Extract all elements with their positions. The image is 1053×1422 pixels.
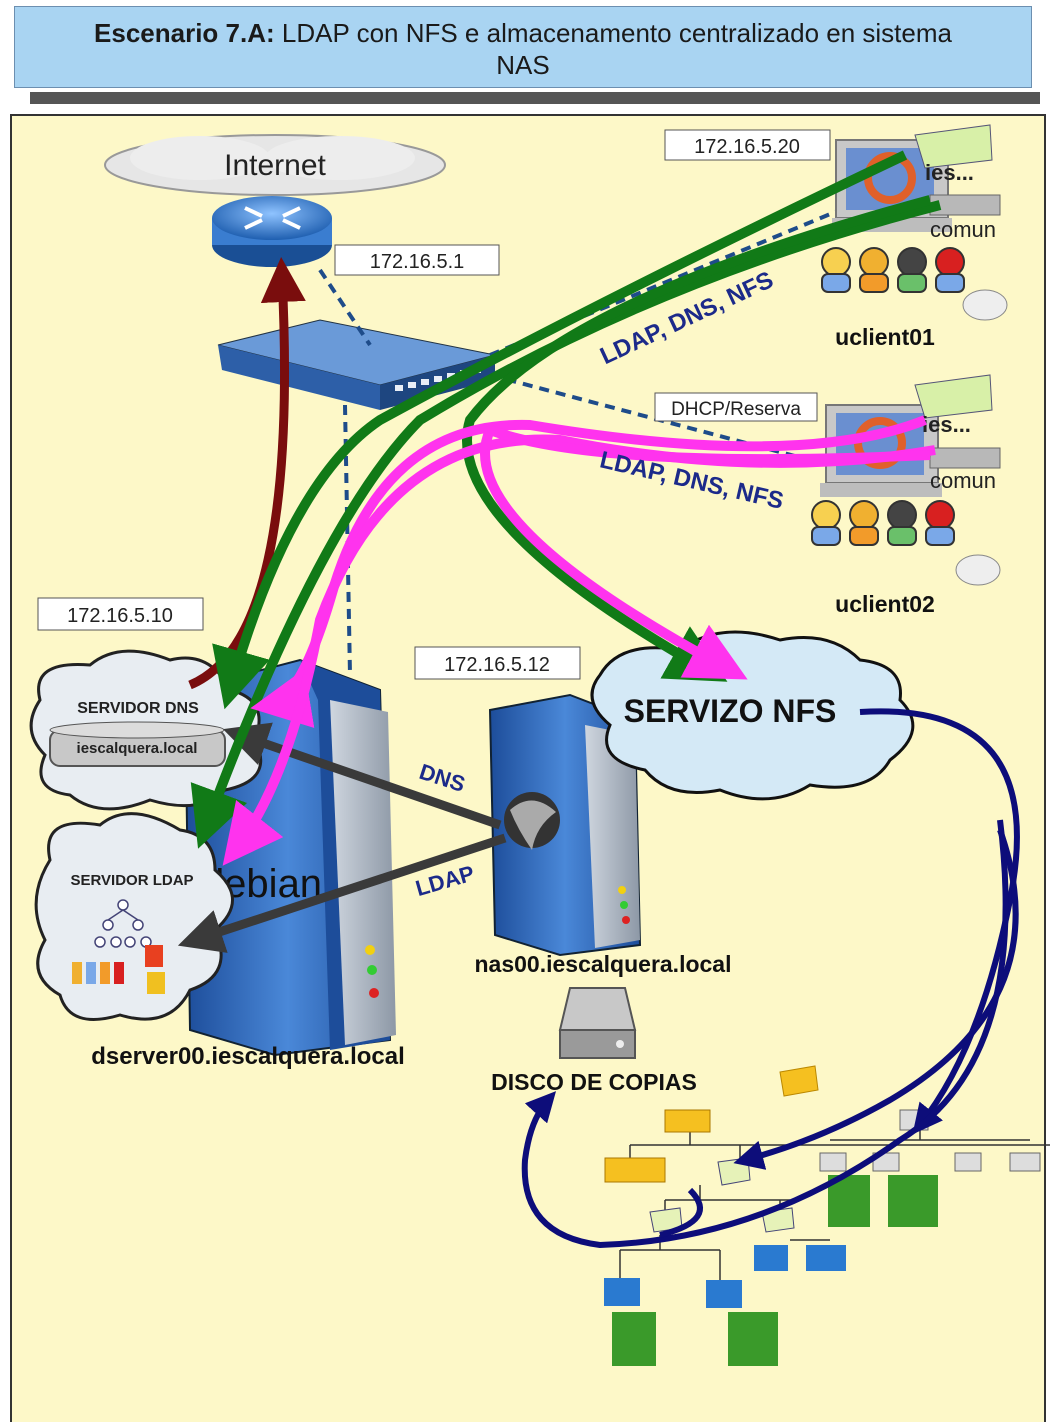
nas-name: nas00.iescalquera.local <box>475 951 732 977</box>
ip-client01-box <box>664 129 831 161</box>
ip-server-label: 172.16.5.10 <box>67 605 173 627</box>
client01-ies-label: ies... <box>925 160 974 185</box>
ip-server-box <box>37 597 204 631</box>
dns-zone-label: iescalquera.local <box>77 740 198 757</box>
client02-ies-label: ies... <box>922 412 971 437</box>
client01-name: uclient01 <box>835 324 935 350</box>
title-text: LDAP con NFS e almacenamento centralizad… <box>281 18 952 48</box>
ldap-cloud <box>34 812 234 1021</box>
internet-label: Internet <box>224 149 326 182</box>
client02-name: uclient02 <box>835 591 935 617</box>
ldap-tree-icon <box>94 899 152 948</box>
dns-server-label: SERVIDOR DNS <box>77 700 199 717</box>
diagram-title: Escenario 7.A: LDAP con NFS e almacename… <box>14 6 1032 88</box>
client02-comun-label: comun <box>930 468 996 493</box>
ldap-users-icon <box>72 945 165 994</box>
ldap-arrow <box>177 833 507 953</box>
client01-comun-label: comun <box>930 217 996 242</box>
ip-nas-label: 172.16.5.12 <box>444 654 550 676</box>
ip-client01-label: 172.16.5.20 <box>694 136 800 158</box>
dns-arrow-label: DNS <box>416 759 468 797</box>
ldap-server-label: SERVIDOR LDAP <box>70 872 193 889</box>
nas-tower-icon <box>488 693 642 957</box>
client01-folder-icon <box>914 124 1001 216</box>
title-line2: NAS <box>496 50 550 80</box>
router-icon <box>212 196 332 267</box>
title-bold: Escenario 7.A: <box>94 18 275 48</box>
client01-mouse-icon <box>962 289 1008 321</box>
client01-users-icon <box>821 247 965 293</box>
client02-users-icon <box>811 500 955 546</box>
backup-disk-icon <box>558 987 637 1059</box>
dserver-tower-icon <box>183 658 396 1057</box>
nfs-service-label: SERVIZO NFS <box>624 693 837 729</box>
server-name: dserver00.iescalquera.local <box>91 1043 405 1070</box>
backup-disk-label: DISCO DE COPIAS <box>491 1069 697 1095</box>
client02-protocol-arrows <box>222 415 936 866</box>
nfs-share-arrows <box>521 708 1020 1249</box>
ip-router-label: 172.16.5.1 <box>370 251 465 273</box>
client02-folder-icon <box>914 374 1001 469</box>
dhcp-label: DHCP/Reserva <box>671 399 801 420</box>
title-shadow <box>30 92 1040 104</box>
dhcp-box <box>654 392 818 422</box>
directory-tree-thumbnail <box>604 1065 1050 1366</box>
ip-nas-box <box>414 646 581 680</box>
client02-mouse-icon <box>955 554 1001 586</box>
internet-cloud <box>104 134 446 196</box>
ip-router-box <box>334 244 500 276</box>
client01-protocol-arrows <box>190 150 942 849</box>
